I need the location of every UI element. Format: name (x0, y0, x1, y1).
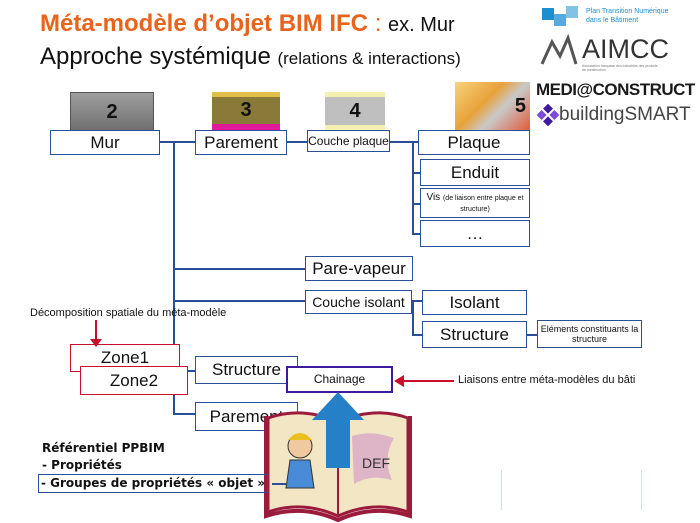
divider (501, 470, 502, 510)
title-main: Méta-modèle d’objet BIM IFC (40, 10, 369, 37)
subtitle-main: Approche systémique (40, 43, 271, 70)
referentiel-title: Référentiel PPBIM (42, 441, 165, 455)
page-title: Méta-modèle d’objet BIM IFC : ex. Mur (40, 10, 455, 38)
box-couche-isolant: Couche isolant (305, 290, 412, 314)
buildingsmart-logo: buildingSMART (536, 103, 700, 128)
tile-3-label: 3 (240, 99, 252, 121)
box-plaque: Plaque (418, 130, 530, 155)
title-example: ex. Mur (388, 14, 455, 36)
connector (173, 300, 305, 302)
box-structure-left-label: Structure (212, 360, 281, 380)
connector (272, 483, 286, 485)
box-couche-plaque: Couche plaque (307, 130, 390, 152)
note-decomposition: Décomposition spatiale du méta-modèle (30, 307, 227, 319)
arrow-liaisons (402, 380, 454, 382)
box-parement-label: Parement (204, 132, 278, 152)
tile-3: 3 (212, 92, 280, 130)
box-ellipsis-label: … (466, 223, 484, 243)
aimcc-subtext: Association française des industries des… (582, 64, 658, 72)
mediaconstruct-text: MEDI@CONSTRUCT (536, 80, 695, 99)
mediaconstruct-logo: MEDI@CONSTRUCT (536, 80, 700, 102)
ptnb-line2: dans le Bâtiment (586, 17, 639, 24)
ptnb-logo-icon (542, 6, 578, 26)
box-mur: Mur (50, 130, 160, 155)
buildingsmart-logo-icon (536, 103, 560, 127)
connector (390, 141, 418, 143)
page-subtitle: Approche systémique (relations & interac… (40, 43, 461, 71)
book-label: DEF (362, 455, 390, 471)
buildingsmart-text: buildingSMART (559, 104, 691, 125)
arrow-decomposition-head-icon (90, 339, 102, 347)
divider (641, 470, 642, 510)
box-elements-label: Eléments constituants la structure (540, 324, 639, 344)
connector (412, 141, 414, 233)
arrow-liaisons-head-icon (394, 375, 404, 387)
box-vis: Vis (de liaison entre plaque et structur… (420, 188, 530, 218)
box-isolant: Isolant (422, 290, 527, 315)
connector (412, 233, 420, 235)
box-chainage-label: Chainage (313, 372, 366, 387)
tile-5: 5 (455, 82, 530, 130)
box-structure-right-label: Structure (440, 324, 509, 344)
box-plaque-label: Plaque (447, 132, 501, 152)
connector (173, 413, 195, 415)
box-couche-isolant-label: Couche isolant (312, 293, 405, 310)
box-zone2: Zone2 (80, 366, 188, 395)
book-illustration-icon: DEF (264, 392, 412, 523)
box-enduit: Enduit (420, 159, 530, 186)
box-elements: Eléments constituants la structure (537, 320, 642, 348)
referentiel-ppbim: Référentiel PPBIM - Propriétés - Groupes… (38, 440, 269, 493)
tile-4: 4 (325, 92, 385, 130)
box-zone1-label: Zone1 (100, 348, 150, 368)
box-enduit-label: Enduit (450, 162, 500, 182)
box-isolant-label: Isolant (449, 292, 500, 312)
box-ellipsis: … (420, 220, 530, 247)
tile-2-label: 2 (106, 100, 118, 123)
ptnb-logo: Plan Transition Numérique dans le Bâtime… (540, 4, 700, 32)
box-chainage: Chainage (286, 366, 393, 393)
box-vis-label: Vis (426, 192, 441, 203)
connector (173, 268, 305, 270)
referentiel-item-groupes: - Groupes de propriétés « objet » (38, 474, 269, 493)
box-pare-vapeur-label: Pare-vapeur (312, 258, 406, 278)
note-liaisons: Liaisons entre méta-modèles du bâti (458, 374, 636, 386)
arrow-decomposition (95, 320, 97, 346)
box-parement: Parement (195, 130, 287, 155)
box-structure-left: Structure (195, 356, 298, 384)
box-couche-plaque-label: Couche plaque (308, 133, 389, 148)
ptnb-line1: Plan Transition Numérique (586, 8, 669, 15)
box-structure-right: Structure (422, 321, 527, 348)
tile-5-label: 5 (514, 94, 526, 117)
connector (412, 172, 420, 174)
box-mur-label: Mur (90, 132, 120, 152)
aimcc-logo: AIMCC Association française des industri… (540, 33, 700, 74)
connector (287, 141, 307, 143)
connector (412, 334, 422, 336)
box-pare-vapeur: Pare-vapeur (305, 256, 413, 281)
connector (412, 300, 414, 334)
box-zone2-label: Zone2 (109, 370, 159, 390)
subtitle-paren: (relations & interactions) (277, 49, 461, 68)
connector (527, 334, 537, 336)
tile-4-label: 4 (349, 99, 361, 122)
aimcc-logo-icon (540, 33, 578, 65)
connector (412, 300, 422, 302)
tile-2: 2 (70, 92, 154, 132)
box-vis-note: (de liaison entre plaque et structure) (442, 195, 524, 213)
connector (173, 141, 175, 413)
connector (412, 203, 420, 205)
referentiel-item-proprietes: - Propriétés (42, 458, 122, 472)
connector (160, 141, 195, 143)
title-separator: : (374, 10, 382, 37)
aimcc-text: AIMCC (582, 34, 669, 64)
